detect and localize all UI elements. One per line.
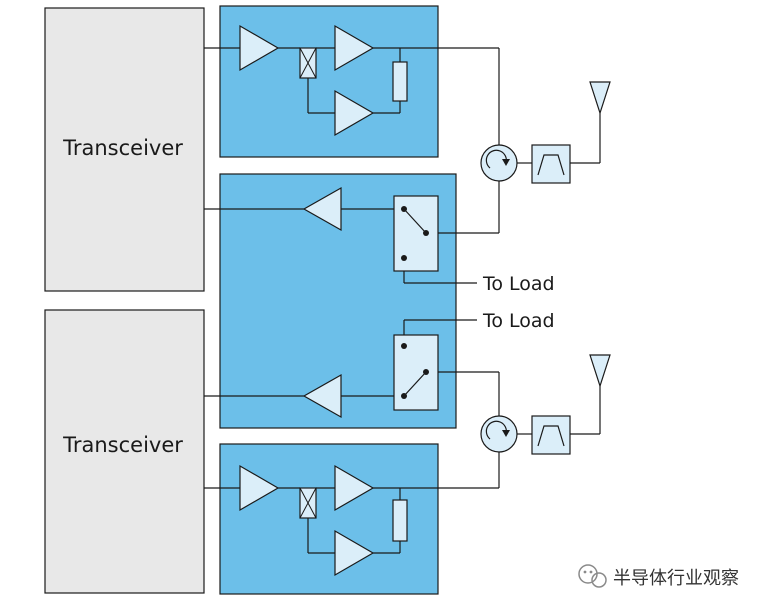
transceiver-label-top: Transceiver: [62, 136, 183, 160]
triangle-amplifier-icon: [302, 186, 342, 232]
antenna-path-bottom: [517, 386, 601, 435]
resistor-icon: [392, 499, 408, 542]
transceiver-block-top: [44, 7, 205, 292]
transceiver-label-bottom: Transceiver: [62, 433, 183, 457]
to-load-label-1: To Load: [482, 273, 555, 295]
crossed-box-attenuator-icon: [299, 487, 317, 519]
circulator-icon: [480, 415, 518, 453]
triangle-amplifier-icon: [334, 464, 375, 512]
bandpass-filter-icon: [531, 415, 571, 455]
wechat-logo-icon: [578, 564, 607, 588]
antenna-icon: [589, 81, 611, 115]
triangle-amplifier-icon: [239, 24, 280, 72]
triangle-amplifier-icon: [302, 373, 342, 419]
resistor-icon: [392, 61, 408, 102]
switch-icon: [393, 334, 439, 411]
to-load-label-2: To Load: [482, 310, 555, 332]
crossed-box-attenuator-icon: [299, 47, 317, 79]
tx-chain-top: [204, 47, 500, 148]
transceiver-block-bottom: [44, 309, 205, 594]
tx-chain-bottom: [204, 452, 500, 554]
triangle-amplifier-icon: [334, 89, 375, 137]
switch-icon: [393, 195, 439, 272]
triangle-amplifier-icon: [334, 24, 375, 72]
triangle-amplifier-icon: [334, 529, 375, 577]
antenna-icon: [589, 354, 611, 388]
antenna-path-top: [517, 113, 601, 164]
triangle-amplifier-icon: [239, 464, 280, 512]
bandpass-filter-icon: [531, 144, 571, 184]
circulator-icon: [480, 144, 518, 182]
watermark-text: 半导体行业观察: [613, 568, 739, 589]
